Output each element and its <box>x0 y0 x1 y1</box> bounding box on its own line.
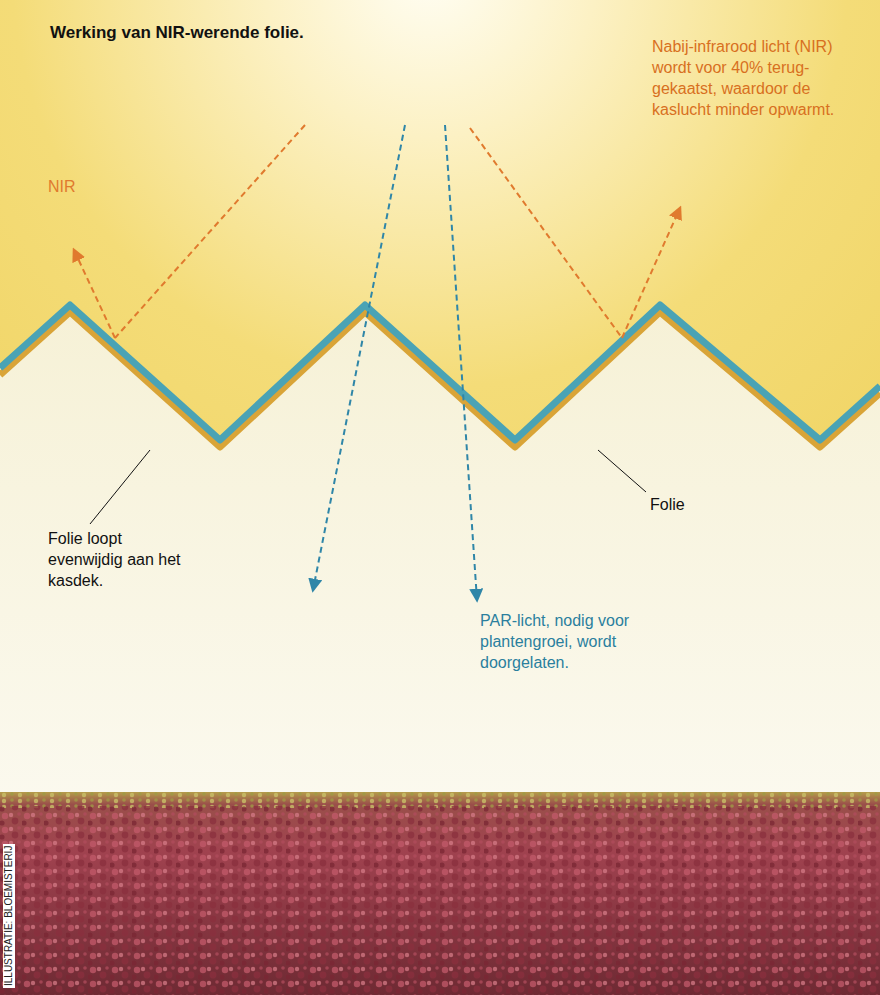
part-name: Folie <box>650 494 685 515</box>
nir-reflection <box>622 208 680 338</box>
par-ray <box>313 125 405 590</box>
leader-line <box>90 450 150 524</box>
nir-note: Nabij-infrarood licht (NIR) wordt voor 4… <box>652 36 867 120</box>
crop-leaves <box>0 792 880 808</box>
par-note: PAR-licht, nodig voor plantengroei, word… <box>480 610 670 673</box>
greenhouse-roof <box>0 305 880 440</box>
nir-reflection <box>74 250 115 338</box>
credit-line: ILLUSTRATIE: BLOEMISTERIJ <box>3 844 15 988</box>
ray-label: NIR <box>48 176 76 197</box>
par-ray <box>445 125 477 600</box>
foil-note: Folie loopt evenwijdig aan het kasdek. <box>48 528 198 591</box>
crop-flowers <box>0 806 880 995</box>
nir-ray <box>115 125 305 338</box>
diagram-title: Werking van NIR-werende folie. <box>50 22 304 43</box>
nir-ray <box>470 128 622 338</box>
greenhouse-interior <box>0 305 880 995</box>
leader-line <box>598 450 646 492</box>
crop-bed <box>0 792 880 995</box>
